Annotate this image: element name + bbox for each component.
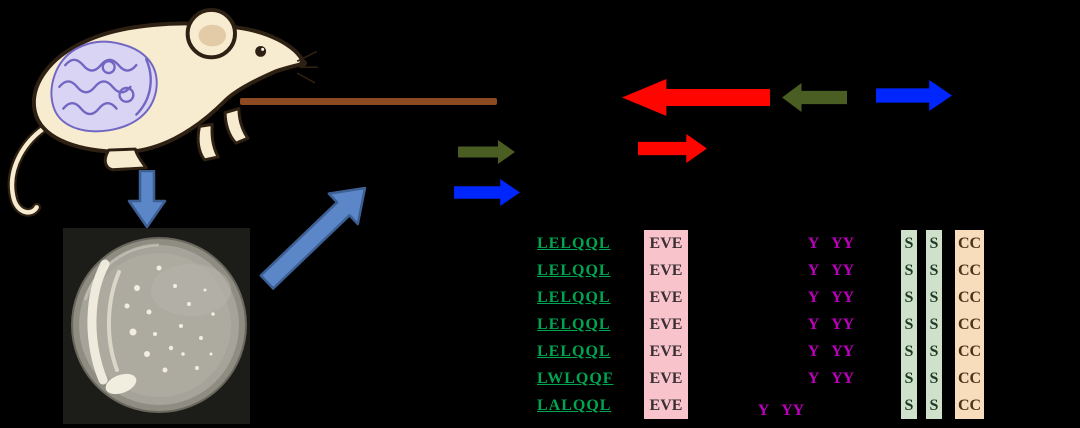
cysteine-residues: CC <box>955 392 984 419</box>
conserved-eve-motif: EVE <box>644 257 688 284</box>
intestine-loop <box>101 60 116 75</box>
mouse-eye-highlight <box>261 47 265 51</box>
serine-residue-2: S <box>926 338 942 365</box>
serine-residue-1: S <box>901 230 917 257</box>
serine-residue-2: S <box>926 284 942 311</box>
colonies <box>124 265 215 373</box>
gene-arrow-blue-right-small <box>454 179 520 206</box>
variant-residues: Y YY <box>807 316 855 333</box>
mouse-hind-foot <box>103 147 148 172</box>
variant-residues: Y YY <box>807 262 855 279</box>
conserved-eve-motif: EVE <box>644 311 688 338</box>
variant-residues: Y YY <box>807 370 855 387</box>
intestine-loop <box>118 86 135 103</box>
mouse-front-leg <box>196 122 220 162</box>
motif-sequence: LELQQL <box>537 289 611 306</box>
intestine-coil <box>64 58 138 72</box>
cysteine-residues: CC <box>955 338 984 365</box>
mouse-inner-ear <box>198 24 227 47</box>
alignment-row: LELQQL EVE Y YY S S CC <box>535 230 1005 257</box>
mouse-tail <box>9 120 56 215</box>
alignment-row: LWLQQF EVE Y YY S S CC <box>535 365 1005 392</box>
flow-arrow-diagonal <box>259 186 367 290</box>
motif-sequence: LELQQL <box>537 262 611 279</box>
mouse-nose <box>299 59 308 67</box>
intestine-coil <box>58 80 132 94</box>
mouse-front-leg <box>223 107 250 145</box>
colon-outline <box>135 58 152 116</box>
cysteine-residues: CC <box>955 284 984 311</box>
sequence-alignment: LELQQL EVE Y YY S S CC LELQQL EVE Y YY S… <box>535 230 1005 419</box>
colony-streak <box>87 259 110 385</box>
colony-patch <box>105 373 137 395</box>
intestine-coil <box>62 102 118 116</box>
motif-sequence: LELQQL <box>537 316 611 333</box>
serine-residue-2: S <box>926 230 942 257</box>
variant-residues: Y YY <box>807 343 855 360</box>
motif-sequence: LWLQQF <box>537 370 614 387</box>
cysteine-residues: CC <box>955 311 984 338</box>
serine-residue-1: S <box>901 257 917 284</box>
flow-arrow-down <box>127 170 167 229</box>
alignment-row: LALQQL EVE Y YY S S CC <box>535 392 1005 419</box>
alignment-row: LELQQL EVE Y YY S S CC <box>535 257 1005 284</box>
conserved-eve-motif: EVE <box>644 392 688 419</box>
serine-residue-1: S <box>901 365 917 392</box>
conserved-eve-motif: EVE <box>644 284 688 311</box>
gene-arrow-blue-right <box>876 80 952 111</box>
motif-sequence: LELQQL <box>537 343 611 360</box>
gene-arrow-red-right <box>638 134 707 163</box>
serine-residue-1: S <box>901 392 917 419</box>
alignment-row: LELQQL EVE Y YY S S CC <box>535 284 1005 311</box>
mouse-whiskers <box>296 50 318 84</box>
gene-arrow-red-left <box>622 79 770 116</box>
serine-residue-1: S <box>901 311 917 338</box>
variant-residues: Y YY <box>757 402 805 419</box>
variant-residues: Y YY <box>807 235 855 252</box>
petri-dish-photo <box>63 228 250 424</box>
mouse-eye <box>255 45 267 57</box>
alignment-row: LELQQL EVE Y YY S S CC <box>535 338 1005 365</box>
serine-residue-2: S <box>926 392 942 419</box>
serine-residue-2: S <box>926 257 942 284</box>
serine-residue-1: S <box>901 284 917 311</box>
serine-residue-2: S <box>926 365 942 392</box>
agar-highlight <box>151 264 231 316</box>
conserved-eve-motif: EVE <box>644 230 688 257</box>
mouse-illustration <box>7 7 318 217</box>
conserved-eve-motif: EVE <box>644 365 688 392</box>
variant-residues: Y YY <box>807 289 855 306</box>
gene-arrow-green-right-small <box>458 140 515 164</box>
intestines-illustration <box>50 40 158 133</box>
gene-arrow-green-left <box>782 83 847 112</box>
motif-sequence: LELQQL <box>537 235 611 252</box>
cysteine-residues: CC <box>955 365 984 392</box>
motif-sequence: LALQQL <box>537 397 612 414</box>
alignment-row: LELQQL EVE Y YY S S CC <box>535 311 1005 338</box>
cysteine-residues: CC <box>955 230 984 257</box>
serine-residue-2: S <box>926 311 942 338</box>
serine-residue-1: S <box>901 338 917 365</box>
conserved-eve-motif: EVE <box>644 338 688 365</box>
rim-highlight <box>83 243 160 301</box>
colony-streak <box>106 270 121 372</box>
cysteine-residues: CC <box>955 257 984 284</box>
mouse-to-genes-connector-line <box>240 98 497 105</box>
